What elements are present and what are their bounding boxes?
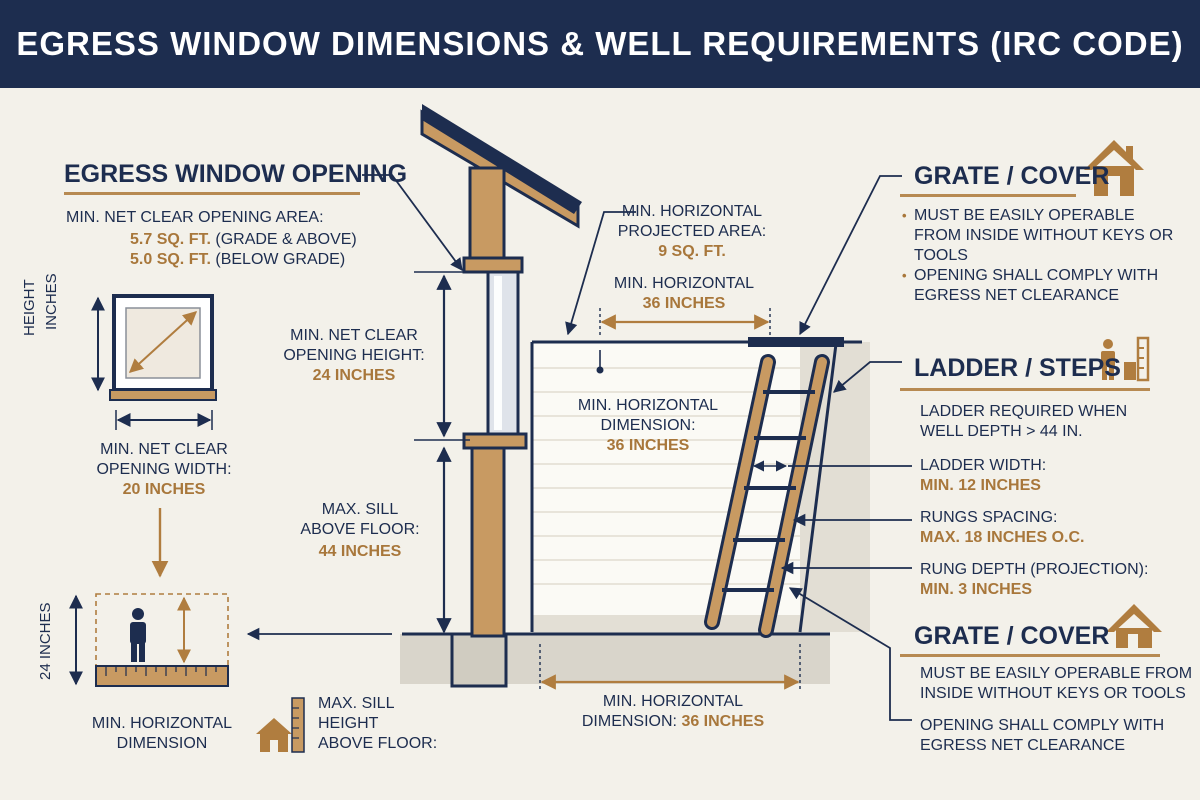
header-bar: EGRESS WINDOW DIMENSIONS & WELL REQUIREM… xyxy=(0,0,1200,88)
house-ruler-icon xyxy=(256,697,305,753)
ladder xyxy=(704,354,830,638)
bottom-dim-label: MIN. HORIZONTAL xyxy=(602,693,744,710)
well-floor xyxy=(532,615,802,635)
area-grade-note: (GRADE & ABOVE) xyxy=(215,231,357,248)
grate-bullet-1c: TOOLS xyxy=(914,247,968,264)
bullet-dot: • xyxy=(902,208,907,223)
grate-heading-top: GRATE / COVER xyxy=(914,162,1110,190)
projected-label-2: PROJECTED AREA: xyxy=(617,223,767,240)
heading-underline xyxy=(64,192,360,195)
top-dim-value: 36 INCHES xyxy=(642,295,726,312)
grate-bottom-2b: EGRESS NET CLEARANCE xyxy=(920,737,1126,754)
area-grade-value: 5.7 SQ. FT. xyxy=(130,231,211,248)
rung-spacing-value: MAX. 18 INCHES O.C. xyxy=(920,529,1085,546)
top-dim-label: MIN. HORIZONTAL xyxy=(613,275,755,292)
window-glass xyxy=(486,270,520,436)
height-detail-bottom-2: DIMENSION xyxy=(116,735,208,752)
sill-detail-3: ABOVE FLOOR: xyxy=(318,735,438,752)
grate-bottom-2a: OPENING SHALL COMPLY WITH xyxy=(920,717,1165,734)
mid-dim-label-1: MIN. HORIZONTAL xyxy=(577,397,719,414)
width-label-2: OPENING WIDTH: xyxy=(96,461,232,478)
projected-label-1: MIN. HORIZONTAL xyxy=(621,203,763,220)
wall-footing xyxy=(450,632,508,688)
grate-bottom-1a: MUST BE EASILY OPERABLE FROM xyxy=(920,665,1193,682)
window-head xyxy=(462,256,524,274)
bottom-dim-row: DIMENSION: 36 INCHES xyxy=(578,712,768,731)
house-icon xyxy=(1084,140,1144,196)
area-grade-row: 5.7 SQ. FT. (GRADE & ABOVE) xyxy=(130,230,357,249)
window-well xyxy=(532,342,832,622)
grate-bullet-2b: EGRESS NET CLEARANCE xyxy=(914,287,1120,304)
height-detail-label: 24 INCHES xyxy=(37,602,54,680)
sill-label-2: ABOVE FLOOR: xyxy=(300,521,420,538)
area-below-value: 5.0 SQ. FT. xyxy=(130,251,211,268)
projected-value: 9 SQ. FT. xyxy=(658,243,726,260)
area-below-row: 5.0 SQ. FT. (BELOW GRADE) xyxy=(130,250,345,269)
height-detail-bottom-1: MIN. HORIZONTAL xyxy=(91,715,233,732)
ladder-width-label: LADDER WIDTH: xyxy=(920,457,1047,474)
bullet-dot: • xyxy=(902,268,907,283)
sill-value: 44 INCHES xyxy=(318,543,402,560)
grate-bullet-1a: MUST BE EASILY OPERABLE xyxy=(914,207,1135,224)
height-units: INCHES xyxy=(43,273,60,330)
height-detail xyxy=(95,593,229,687)
area-label: MIN. NET CLEAR OPENING AREA: xyxy=(66,209,324,226)
ladder-heading: LADDER / STEPS xyxy=(914,354,1121,382)
mid-dim-label-2: DIMENSION: xyxy=(600,417,696,434)
sill-label-1: MAX. SILL xyxy=(321,501,399,518)
bottom-dim-value: 36 INCHES xyxy=(681,713,765,730)
grate-bullet-1b: FROM INSIDE WITHOUT KEYS OR xyxy=(914,227,1174,244)
grate-heading-bottom: GRATE / COVER xyxy=(914,622,1110,650)
area-below-note: (BELOW GRADE) xyxy=(215,251,346,268)
diagonal-dim xyxy=(128,311,198,373)
window-sill xyxy=(462,432,528,450)
mid-dim-value: 36 INCHES xyxy=(606,437,690,454)
heading-underline xyxy=(900,194,1076,197)
house-icon xyxy=(1106,604,1162,648)
width-value: 20 INCHES xyxy=(122,481,206,498)
egress-window-heading: EGRESS WINDOW OPENING xyxy=(64,160,408,188)
heading-underline xyxy=(900,388,1150,391)
width-label-1: MIN. NET CLEAR xyxy=(100,441,228,458)
sill-detail-2: HEIGHT xyxy=(318,715,379,732)
ladder-required-2: WELL DEPTH > 44 IN. xyxy=(920,423,1083,440)
rung-spacing-label: RUNGS SPACING: xyxy=(920,509,1058,526)
clear-height-label-2: OPENING HEIGHT: xyxy=(283,347,425,364)
well-wall xyxy=(798,343,838,633)
grate-bottom-1b: INSIDE WITHOUT KEYS OR TOOLS xyxy=(920,685,1186,702)
grate-bullet-2a: OPENING SHALL COMPLY WITH xyxy=(914,267,1159,284)
ladder-required-1: LADDER REQUIRED WHEN xyxy=(920,403,1128,420)
clear-height-value: 24 INCHES xyxy=(312,367,396,384)
bottom-dim-label-2: DIMENSION: xyxy=(581,713,677,730)
person-icon xyxy=(130,608,146,662)
height-label: HEIGHT xyxy=(21,279,38,336)
window-elevation xyxy=(109,294,217,401)
wall-lower xyxy=(470,446,506,638)
page-title: EGRESS WINDOW DIMENSIONS & WELL REQUIREM… xyxy=(16,25,1184,62)
rung-depth-label: RUNG DEPTH (PROJECTION): xyxy=(920,561,1149,578)
ladder-width-value: MIN. 12 INCHES xyxy=(920,477,1041,494)
sill-detail-1: MAX. SILL xyxy=(318,695,395,712)
heading-underline xyxy=(900,654,1160,657)
leader-lines xyxy=(246,174,912,721)
person-ladder-icon xyxy=(1101,336,1150,382)
clear-height-label-1: MIN. NET CLEAR xyxy=(290,327,418,344)
wall-upper xyxy=(468,166,506,266)
grate-rim xyxy=(748,337,844,347)
rung-depth-value: MIN. 3 INCHES xyxy=(920,581,1033,598)
